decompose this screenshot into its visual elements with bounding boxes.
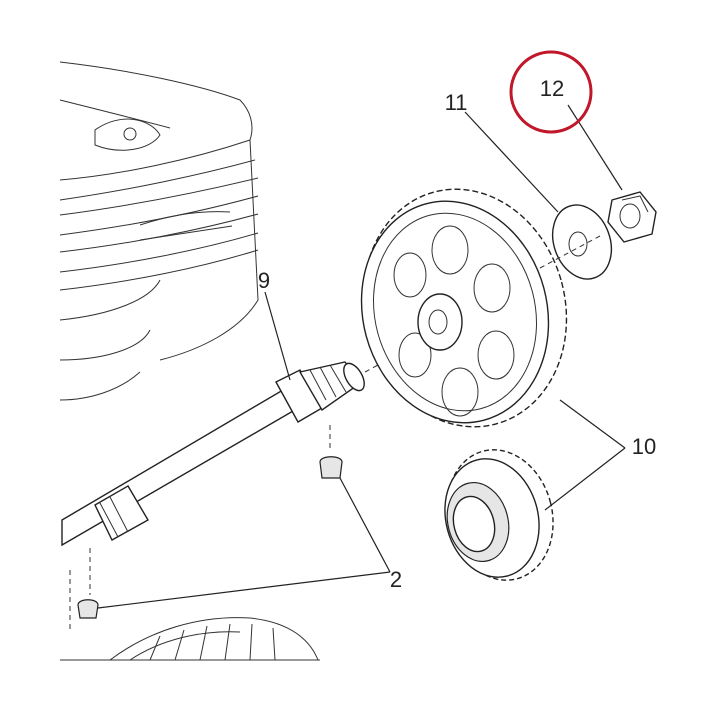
callout-12: 12 [540,76,564,101]
leader-lines [97,104,626,609]
callout-2: 2 [390,567,402,592]
lower-engine-fragment [60,617,320,661]
callout-10: 10 [632,434,656,459]
engine-cylinder-block [59,61,259,401]
callout-9: 9 [258,268,270,293]
small-gear-part-10 [444,449,554,581]
washer-part-11 [539,204,613,280]
woodruff-keys-part-2 [69,425,343,630]
shaft-part-9 [61,335,433,547]
highlight-circle [509,50,593,134]
callout-11: 11 [445,90,468,115]
nut-part-12 [607,191,657,243]
large-gear-part-10 [360,188,568,428]
